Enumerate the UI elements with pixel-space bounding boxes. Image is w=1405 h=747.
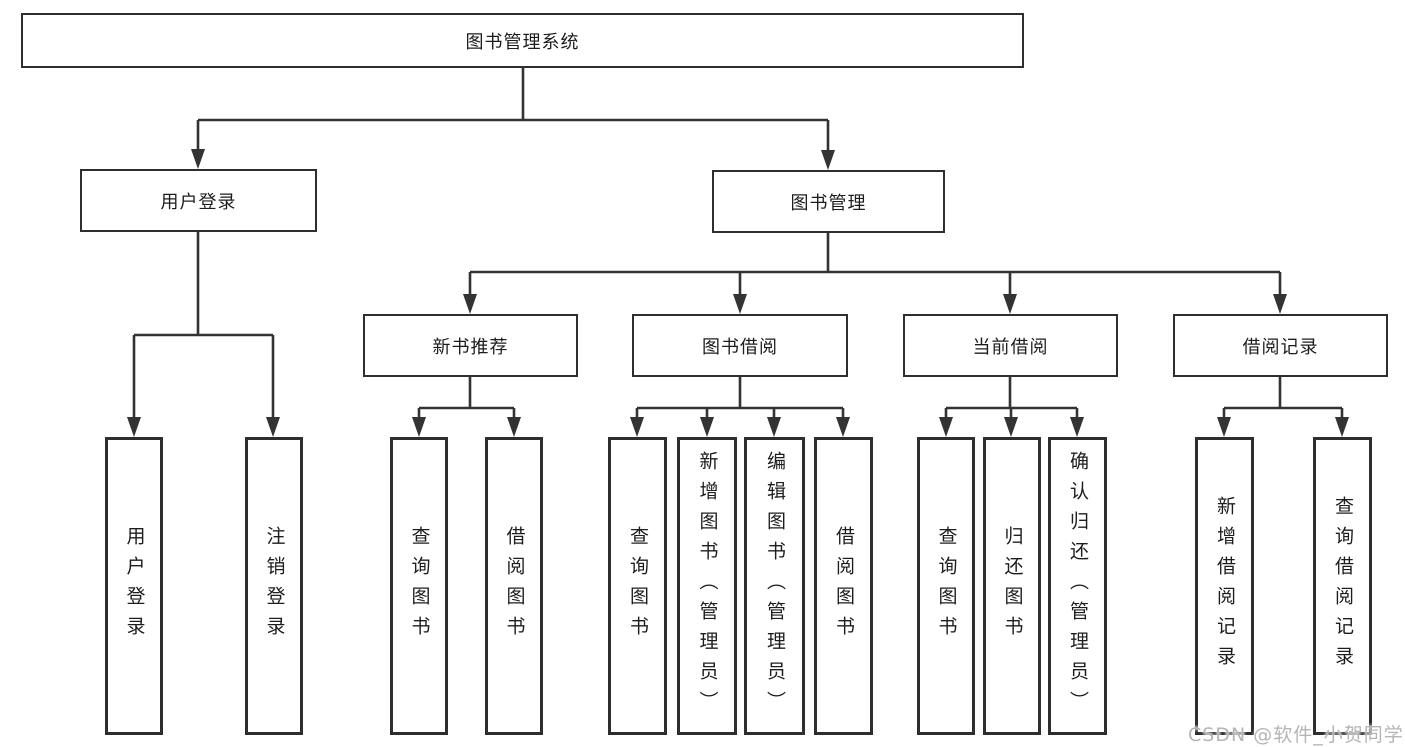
node-label: 借阅图书 xyxy=(833,526,855,646)
leaf-add-borrow-record: 新增借阅记录 xyxy=(1195,437,1254,735)
node-label: 借阅图书 xyxy=(503,526,526,646)
leaf-borrow-books: 借阅图书 xyxy=(814,437,873,735)
node-label: 图书借阅 xyxy=(702,336,778,358)
csdn-watermark: CSDN @软件_小贺同学 xyxy=(1188,724,1404,746)
node-label: 图书管理系统 xyxy=(465,31,580,53)
node-label: 新增图书（管理员） xyxy=(696,451,719,721)
node-borrowing-records: 借阅记录 xyxy=(1173,314,1388,377)
node-book-borrowing: 图书借阅 xyxy=(632,314,848,377)
node-label: 查询借阅记录 xyxy=(1332,496,1354,676)
leaf-add-books-admin: 新增图书（管理员） xyxy=(677,437,737,735)
node-new-book-recommendation: 新书推荐 xyxy=(363,314,578,377)
node-label: 新书推荐 xyxy=(432,336,509,358)
node-label: 注销登录 xyxy=(263,526,286,646)
node-label: 查询图书 xyxy=(935,526,958,646)
leaf-confirm-return-admin: 确认归还（管理员） xyxy=(1048,437,1107,735)
node-label: 归还图书 xyxy=(1001,526,1024,646)
leaf-query-borrow-record: 查询借阅记录 xyxy=(1313,437,1372,735)
node-label: 当前借阅 xyxy=(972,336,1049,358)
leaf-user-login: 用户登录 xyxy=(105,437,163,735)
leaf-query-books-current: 查询图书 xyxy=(917,437,975,735)
leaf-borrow-books-recommendation: 借阅图书 xyxy=(485,437,543,735)
node-label: 查询图书 xyxy=(627,526,649,646)
leaf-edit-books-admin: 编辑图书（管理员） xyxy=(744,437,805,735)
node-label: 查询图书 xyxy=(408,526,431,646)
node-label: 用户登录 xyxy=(123,526,146,646)
leaf-return-books: 归还图书 xyxy=(983,437,1041,735)
node-user-login: 用户登录 xyxy=(80,169,317,232)
node-label: 编辑图书（管理员） xyxy=(764,451,786,721)
node-label: 图书管理 xyxy=(790,192,867,214)
node-library-management-system: 图书管理系统 xyxy=(21,13,1024,68)
leaf-logout: 注销登录 xyxy=(245,437,303,735)
leaf-query-books-borrowing: 查询图书 xyxy=(608,437,667,735)
node-label: 确认归还（管理员） xyxy=(1067,451,1089,721)
node-current-borrowing: 当前借阅 xyxy=(903,314,1118,377)
node-label: 新增借阅记录 xyxy=(1214,496,1236,676)
node-book-management: 图书管理 xyxy=(712,170,945,233)
node-label: 借阅记录 xyxy=(1242,336,1319,358)
node-label: 用户登录 xyxy=(160,191,237,213)
leaf-query-books-recommendation: 查询图书 xyxy=(390,437,448,735)
